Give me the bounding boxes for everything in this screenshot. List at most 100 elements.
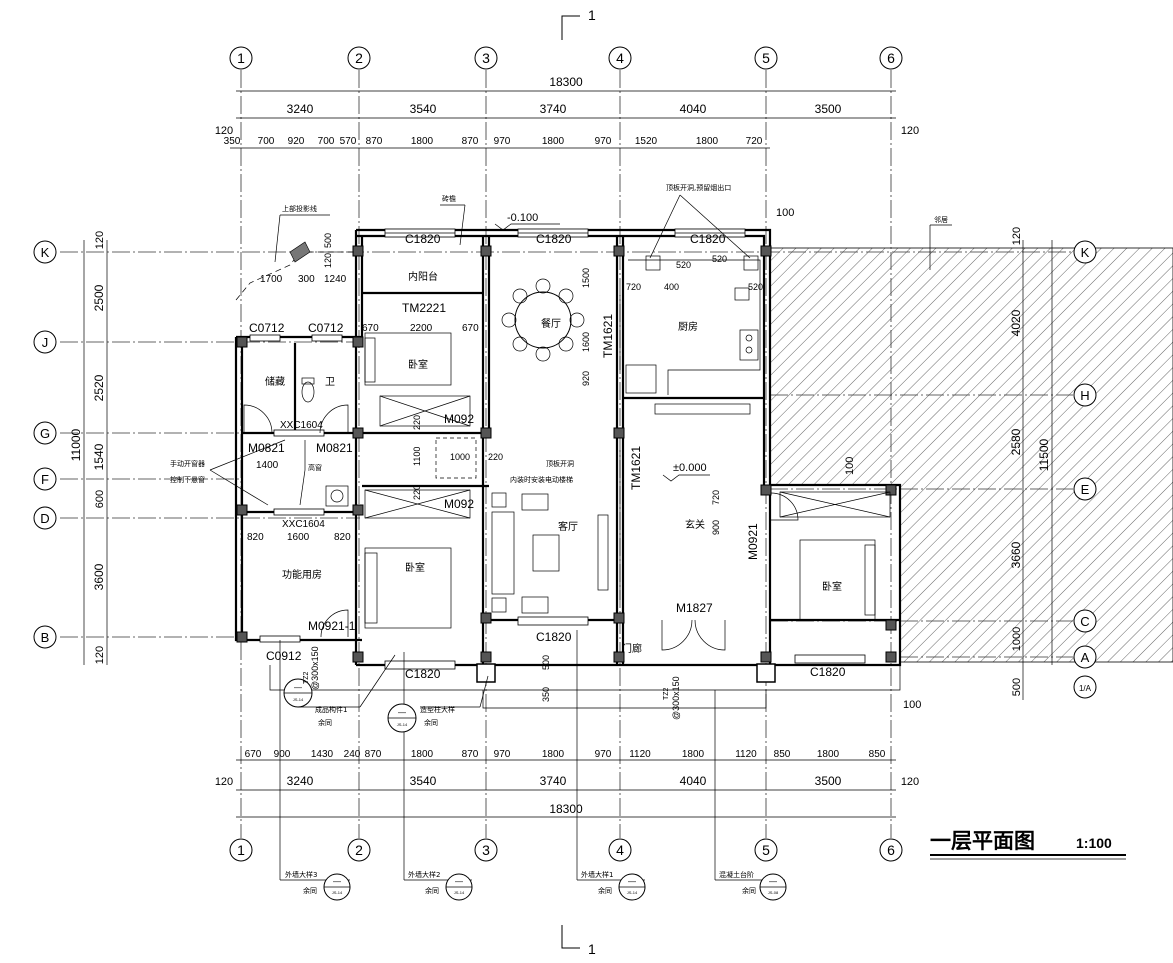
svg-text:2: 2 (355, 50, 363, 66)
detail-wall3-dash: — (333, 877, 341, 886)
detail-wall2: 外墙大样2 (408, 870, 440, 879)
porch-dim-1: 500 (541, 655, 551, 670)
svg-text:570: 570 (340, 136, 357, 147)
window-c0712-2: C0712 (308, 321, 344, 335)
bedroom-dim-12: 820 (334, 532, 351, 543)
upper-projection-line (235, 241, 356, 301)
level-marks (494, 223, 710, 482)
room-bedroom-3: 卧室 (822, 580, 842, 593)
svg-text:1: 1 (237, 842, 245, 858)
svg-text:970: 970 (595, 749, 612, 760)
window-xxc1604-1: XXC1604 (280, 420, 323, 431)
svg-text:2520: 2520 (92, 374, 106, 401)
detail-wall1: 外墙大样1 (581, 870, 613, 879)
leader-lines (209, 194, 952, 881)
svg-text:J: J (42, 335, 49, 350)
svg-text:4020: 4020 (1009, 309, 1023, 336)
column-size-1: @300x150 (310, 646, 320, 690)
svg-text:6: 6 (887, 842, 895, 858)
svg-text:2500: 2500 (92, 284, 106, 311)
svg-text:870: 870 (462, 749, 479, 760)
detail-bubble-code-2: JS-14 (397, 722, 408, 727)
note-floor-opening: 顶板开洞 (546, 459, 574, 468)
room-dining: 餐厅 (541, 317, 561, 330)
high-window-label: 高窗 (308, 463, 322, 472)
svg-text:4040: 4040 (680, 774, 707, 788)
detail-wall2-dash: — (455, 877, 463, 886)
svg-text:600: 600 (94, 490, 106, 508)
detail-step-dash: — (769, 877, 777, 886)
left-axis-bubbles: K J G F D B (33, 240, 57, 649)
column-label-2: TZ2 (663, 687, 670, 700)
detail-wall3-code: JS-14 (332, 890, 343, 895)
detail-finished: 成品构件1 (315, 705, 347, 714)
bedroom-dim-8: 220 (488, 452, 503, 462)
svg-text:3: 3 (482, 50, 490, 66)
svg-text:1/A: 1/A (1079, 684, 1092, 693)
svg-text:3500: 3500 (815, 102, 842, 116)
svg-text:970: 970 (494, 136, 511, 147)
svg-text:F: F (41, 472, 49, 487)
svg-text:3: 3 (482, 842, 490, 858)
room-porch: 门廊 (622, 642, 642, 655)
detail-bubble-dash-1: — (294, 683, 302, 692)
top-axis-bubbles: 1 2 3 4 5 6 (229, 46, 903, 70)
note-control-window: 控制下悬窗 (170, 475, 205, 484)
right-dimensions: 120 4020 2580 3660 1000 500 11500 (1009, 227, 1053, 700)
bedroom-dim-1: 670 (362, 323, 379, 334)
svg-text:1800: 1800 (542, 749, 565, 760)
svg-text:2: 2 (355, 842, 363, 858)
svg-text:1800: 1800 (817, 749, 840, 760)
svg-text:2580: 2580 (1009, 428, 1023, 455)
drawing-title: 一层平面图 (930, 829, 1035, 853)
svg-text:120: 120 (901, 776, 919, 788)
bedroom-dim-7: 1000 (450, 452, 470, 462)
svg-text:1800: 1800 (696, 136, 719, 147)
svg-text:1120: 1120 (735, 749, 757, 760)
neighbor-label: 邻居 (934, 215, 948, 224)
detail-step-same: 余同 (742, 886, 756, 895)
svg-text:120: 120 (94, 646, 106, 664)
svg-text:K: K (41, 245, 50, 260)
kitchen-dim-4: 720 (626, 282, 641, 292)
svg-text:1800: 1800 (542, 136, 565, 147)
door-m0921: M0921 (746, 523, 760, 560)
section-mark-top: 1 (561, 7, 596, 40)
note-brick-eave: 砖檐 (442, 194, 456, 203)
foyer-dim-2: 900 (711, 520, 721, 535)
svg-text:870: 870 (462, 136, 479, 147)
svg-text:D: D (40, 511, 49, 526)
note-manual-window: 手动开窗器 (170, 459, 205, 468)
svg-text:500: 500 (1011, 678, 1023, 696)
svg-text:5: 5 (762, 50, 770, 66)
dining-dim-3: 920 (581, 371, 591, 386)
bedroom-dim-6: 1100 (412, 447, 422, 466)
svg-text:1800: 1800 (682, 749, 705, 760)
svg-text:870: 870 (366, 136, 383, 147)
detail-finished-same: 余同 (318, 718, 332, 727)
upper-dim-2: 300 (298, 274, 315, 285)
kitchen-dim-3: 520 (748, 282, 763, 292)
foyer-dim-1: 720 (711, 490, 721, 505)
svg-text:120: 120 (215, 125, 233, 137)
svg-text:3240: 3240 (287, 102, 314, 116)
window-xxc1604-2: XXC1604 (282, 519, 325, 530)
room-bathroom: 卫 (325, 377, 335, 388)
upper-dim-5: 500 (323, 233, 333, 248)
section-mark-bottom: 1 (561, 925, 596, 957)
living-sofa-set (435, 437, 609, 614)
note-upper-projection: 上部投影线 (282, 204, 317, 213)
svg-text:11000: 11000 (69, 428, 83, 461)
dining-table (501, 278, 585, 362)
window-c1820-4: C1820 (405, 667, 441, 681)
window-c1820-2: C1820 (536, 232, 572, 246)
drawing-scale: 1:100 (1076, 835, 1112, 851)
kitchen-dim-2: 520 (712, 254, 727, 264)
porch-outline (269, 665, 901, 709)
svg-text:3740: 3740 (540, 774, 567, 788)
svg-text:1: 1 (588, 941, 596, 957)
detail-column: 造型柱大样 (420, 705, 455, 714)
upper-dim-1: 1700 (260, 274, 283, 285)
bedroom-dim-4: 220 (412, 415, 422, 430)
svg-text:720: 720 (746, 136, 763, 147)
